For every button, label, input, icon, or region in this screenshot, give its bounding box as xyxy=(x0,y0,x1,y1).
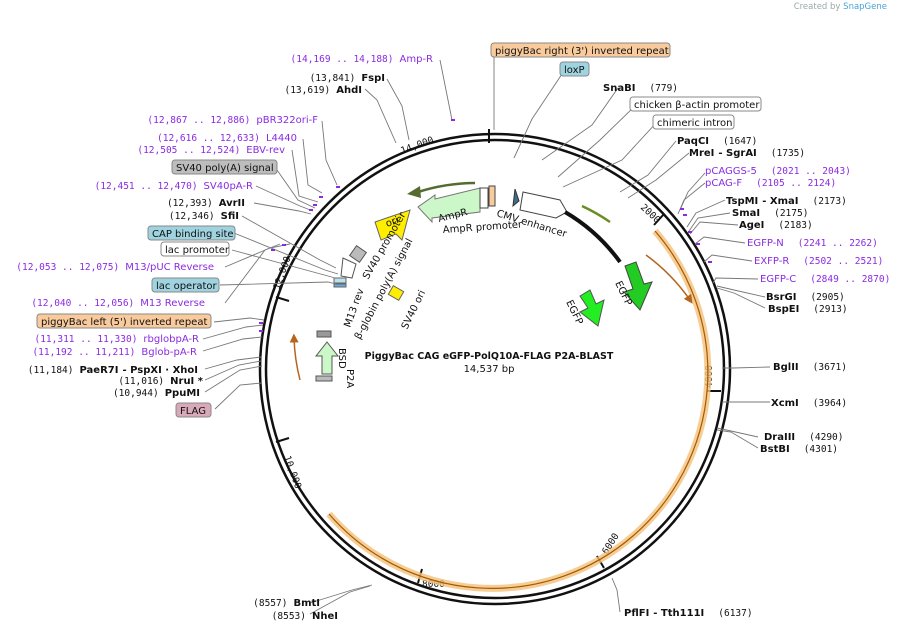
bsd-feature xyxy=(314,341,340,375)
svg-text:PflFI- Tth111I(6137): PflFI- Tth111I(6137) xyxy=(624,608,753,619)
box-sv40-polya: SV40 poly(A) signal xyxy=(171,159,278,175)
cmv-feature xyxy=(519,191,568,219)
sv40-ori-feature xyxy=(387,284,405,302)
svg-text:TspMI- XmaI(2173): TspMI- XmaI(2173) xyxy=(726,196,847,207)
svg-text:SV40 poly(A) signal: SV40 poly(A) signal xyxy=(176,163,274,174)
svg-text:(12,451 .. 12,470)SV40pA-R: (12,451 .. 12,470)SV40pA-R xyxy=(95,181,253,192)
p2a-label: P2A xyxy=(344,369,355,388)
svg-text:pCAGGS-5(2021 .. 2043): pCAGGS-5(2021 .. 2043) xyxy=(705,166,851,177)
left-site-labels: (14,169 .. 14,188)Amp-R (13,841)FspI (13… xyxy=(16,54,433,622)
svg-text:SnaBI(779): SnaBI(779) xyxy=(603,83,678,94)
svg-text:(11,192 .. 11,211)Bglob-pA-R: (11,192 .. 11,211)Bglob-pA-R xyxy=(32,347,197,358)
svg-text:pCAG-F(2105 .. 2124): pCAG-F(2105 .. 2124) xyxy=(705,178,836,189)
svg-text:(10,944)PpuMI: (10,944)PpuMI xyxy=(113,388,200,399)
ruler-label-2000: 2000 xyxy=(638,202,662,226)
egfp-orf-arrow xyxy=(581,204,611,224)
svg-text:DraIII(4290): DraIII(4290) xyxy=(764,432,843,443)
svg-text:chicken β-actin promoter: chicken β-actin promoter xyxy=(634,100,760,111)
right-site-labels: SnaBI(779) PaqCI(1647) MreI- SgrAI(1735)… xyxy=(603,83,890,619)
backbone-outer xyxy=(258,132,732,606)
svg-text:(11,016)NruI *: (11,016)NruI * xyxy=(118,376,203,387)
svg-text:(12,053 .. 12,075)M13/pUC Reve: (12,053 .. 12,075)M13/pUC Reverse xyxy=(16,262,214,273)
credit-prefix: Created by xyxy=(793,2,841,12)
bglob-feature xyxy=(316,330,332,338)
svg-text:MreI- SgrAI(1735): MreI- SgrAI(1735) xyxy=(689,148,805,159)
box-pb-right: piggyBac right (3') inverted repeat xyxy=(490,42,671,58)
svg-text:SmaI(2175): SmaI(2175) xyxy=(732,208,808,219)
svg-text:piggyBac right (3') inverted r: piggyBac right (3') inverted repeat xyxy=(495,46,669,57)
svg-text:(8557)BmtI: (8557)BmtI xyxy=(253,598,320,609)
svg-text:BstBI(4301): BstBI(4301) xyxy=(760,444,838,455)
orf-arc-left xyxy=(289,333,301,381)
svg-text:loxP: loxP xyxy=(564,65,585,76)
svg-text:(11,184)PaeR7I- PspXI · XhoI: (11,184)PaeR7I- PspXI · XhoI xyxy=(28,365,198,376)
svg-text:BglII(3671): BglII(3671) xyxy=(773,362,847,373)
svg-text:(12,040 .. 12,056)M13 Reverse: (12,040 .. 12,056)M13 Reverse xyxy=(31,298,205,309)
svg-text:(11,311 .. 11,330)rbglobpA-R: (11,311 .. 11,330)rbglobpA-R xyxy=(34,334,199,345)
svg-text:(12,393)AvrII: (12,393)AvrII xyxy=(167,198,245,209)
ori-label: ori xyxy=(384,215,400,230)
ruler-label-12000: 12,000 xyxy=(271,255,293,291)
lac-feature xyxy=(333,277,347,284)
bsd-label: BSD xyxy=(336,348,347,369)
egfp-feature xyxy=(623,261,653,311)
snapgene-credit: Created by SnapGene xyxy=(794,2,887,12)
svg-text:EGFP-N(2241 .. 2262): EGFP-N(2241 .. 2262) xyxy=(747,238,878,249)
svg-text:lac operator: lac operator xyxy=(156,281,217,292)
backbone-inner xyxy=(264,138,726,600)
svg-text:(13,619)AhdI: (13,619)AhdI xyxy=(284,85,362,96)
box-lac-promoter: lac promoter xyxy=(160,241,230,257)
p2a-feature xyxy=(315,375,333,382)
plasmid-size: 14,537 bp xyxy=(464,364,515,375)
loxp-feature xyxy=(512,188,520,208)
svg-text:EXFP-R(2502 .. 2521): EXFP-R(2502 .. 2521) xyxy=(754,256,883,267)
pb-right-feature xyxy=(488,185,496,207)
sv40-promoter-feature xyxy=(340,257,357,279)
svg-text:BspEI(2913): BspEI(2913) xyxy=(768,304,848,315)
svg-text:EGFP-C(2849 .. 2870): EGFP-C(2849 .. 2870) xyxy=(760,274,890,285)
svg-text:AgeI(2183): AgeI(2183) xyxy=(739,220,813,231)
plasmid-name: PiggyBac CAG eGFP-PolQ10A-FLAG P2A-BLAST xyxy=(365,351,614,362)
box-chicken-actin: chicken β-actin promoter xyxy=(629,96,762,112)
svg-text:chimeric intron: chimeric intron xyxy=(657,118,732,129)
primer-markers xyxy=(259,119,712,332)
ampr-orf-arrowhead xyxy=(407,186,421,198)
svg-text:(12,616 .. 12,633)L4440: (12,616 .. 12,633)L4440 xyxy=(157,133,297,144)
svg-text:XcmI(3964): XcmI(3964) xyxy=(771,398,847,409)
box-pb-left: piggyBac left (5') inverted repeat xyxy=(36,313,212,329)
svg-text:(12,505 .. 12,524)EBV-rev: (12,505 .. 12,524)EBV-rev xyxy=(137,145,285,156)
leader-lines xyxy=(202,55,771,615)
svg-text:piggyBac left (5') inverted re: piggyBac left (5') inverted repeat xyxy=(41,317,207,328)
box-cap-site: CAP binding site xyxy=(147,225,236,241)
svg-text:lac promoter: lac promoter xyxy=(165,245,230,256)
box-loxp: loxP xyxy=(559,61,590,77)
chicken-actin-feature xyxy=(563,210,622,264)
svg-text:(14,169 .. 14,188)Amp-R: (14,169 .. 14,188)Amp-R xyxy=(291,54,433,65)
box-chimeric: chimeric intron xyxy=(652,114,735,130)
box-flag: FLAG xyxy=(175,402,212,418)
orf-arc-right xyxy=(645,254,693,304)
egfp-inner-feature xyxy=(579,289,605,327)
svg-text:(12,867 .. 12,886)pBR322ori-F: (12,867 .. 12,886)pBR322ori-F xyxy=(147,115,318,126)
svg-text:BsrGI(2905): BsrGI(2905) xyxy=(766,292,845,303)
box-lac-operator: lac operator xyxy=(151,277,220,293)
sv40-pa-feature xyxy=(348,244,368,264)
ampr-promoter-feature xyxy=(479,187,489,209)
svg-text:(8553)NheI: (8553)NheI xyxy=(272,611,338,622)
svg-text:PaqCI(1647): PaqCI(1647) xyxy=(677,136,757,147)
svg-text:FLAG: FLAG xyxy=(180,406,206,417)
orf-arc-egfp-polq-line xyxy=(328,230,709,589)
ori-feature xyxy=(374,209,411,241)
svg-text:CAP binding site: CAP binding site xyxy=(152,229,234,240)
svg-text:(12,346)SfiI: (12,346)SfiI xyxy=(169,211,239,222)
sv40-ori-label: SV40 ori xyxy=(400,289,428,332)
ampr-feature xyxy=(417,187,481,224)
ampr-orf-arrow xyxy=(417,181,476,194)
svg-text:(13,841)FspI: (13,841)FspI xyxy=(310,73,385,84)
ruler-label-8000: 8000 xyxy=(422,579,445,590)
cap-feature xyxy=(333,283,347,288)
snapgene-brand: SnapGene xyxy=(843,2,887,12)
